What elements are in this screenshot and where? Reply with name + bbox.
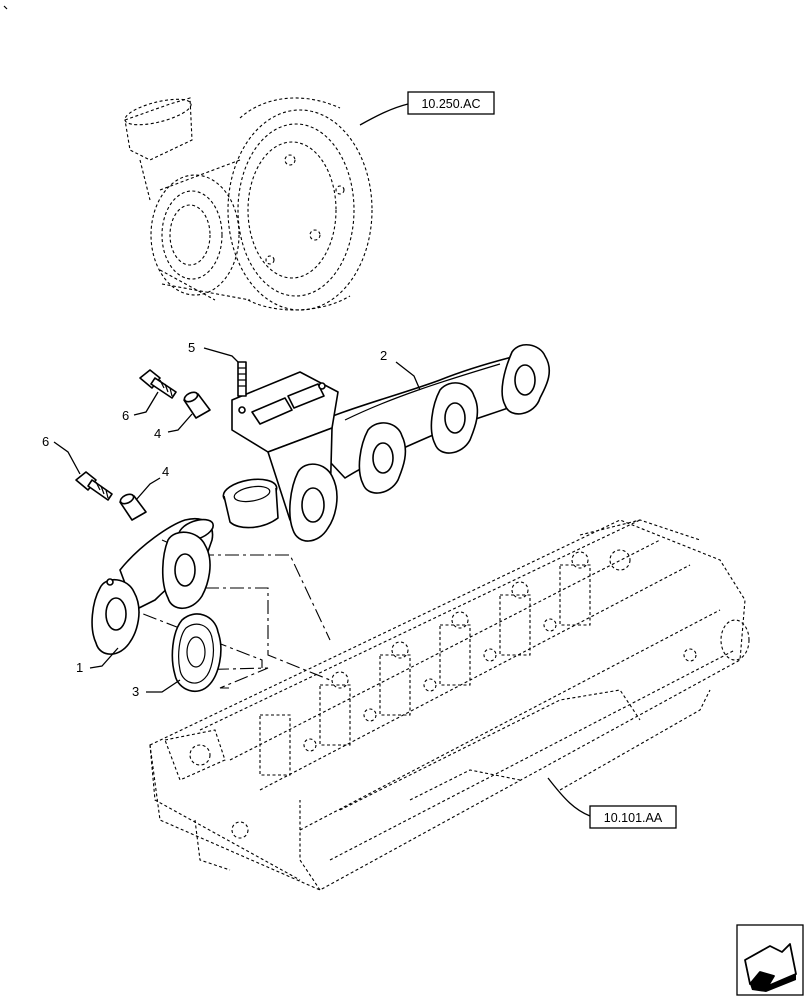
tick-mark-icon bbox=[3, 5, 8, 10]
callout-1-leader bbox=[89, 647, 119, 669]
callout-1: 1 bbox=[76, 660, 83, 675]
callout-6-upper-leader bbox=[133, 391, 159, 416]
callout-6-lower-leader bbox=[53, 441, 81, 475]
callout-5: 5 bbox=[188, 340, 195, 355]
callout-4-lower-leader bbox=[135, 477, 161, 501]
callout-3: 3 bbox=[132, 684, 139, 699]
cylinder-head-phantom bbox=[149, 519, 750, 891]
callout-6-upper: 6 bbox=[122, 408, 129, 423]
gasket bbox=[171, 613, 222, 693]
callout-4-upper-leader bbox=[167, 413, 193, 433]
callout-2-leader bbox=[395, 361, 421, 391]
exhaust-elbow bbox=[91, 518, 214, 655]
turbo-ref-box bbox=[407, 91, 495, 115]
callout-5-leader bbox=[203, 347, 239, 363]
turbo-ref-label: 10.250.AC bbox=[421, 97, 480, 111]
turbo-ref-leader bbox=[359, 103, 409, 126]
callout-4-lower: 4 bbox=[162, 464, 169, 479]
callout-3-leader bbox=[146, 679, 181, 693]
stud-5 bbox=[237, 361, 247, 397]
callout-2: 2 bbox=[380, 348, 387, 363]
exhaust-manifold bbox=[222, 344, 550, 542]
head-ref-label: 10.101.AA bbox=[604, 811, 663, 825]
head-ref-leader bbox=[547, 777, 591, 817]
spacer-4-lower bbox=[119, 493, 147, 521]
bolt-6-upper bbox=[139, 369, 177, 399]
callout-6-lower: 6 bbox=[42, 434, 49, 449]
bolt-6-lower bbox=[75, 471, 113, 501]
callout-4-upper: 4 bbox=[154, 426, 161, 441]
spacer-4-upper bbox=[183, 391, 211, 419]
turbocharger-phantom bbox=[124, 97, 373, 311]
head-ref-box bbox=[589, 805, 677, 829]
view-direction-arrow-icon bbox=[736, 924, 804, 996]
